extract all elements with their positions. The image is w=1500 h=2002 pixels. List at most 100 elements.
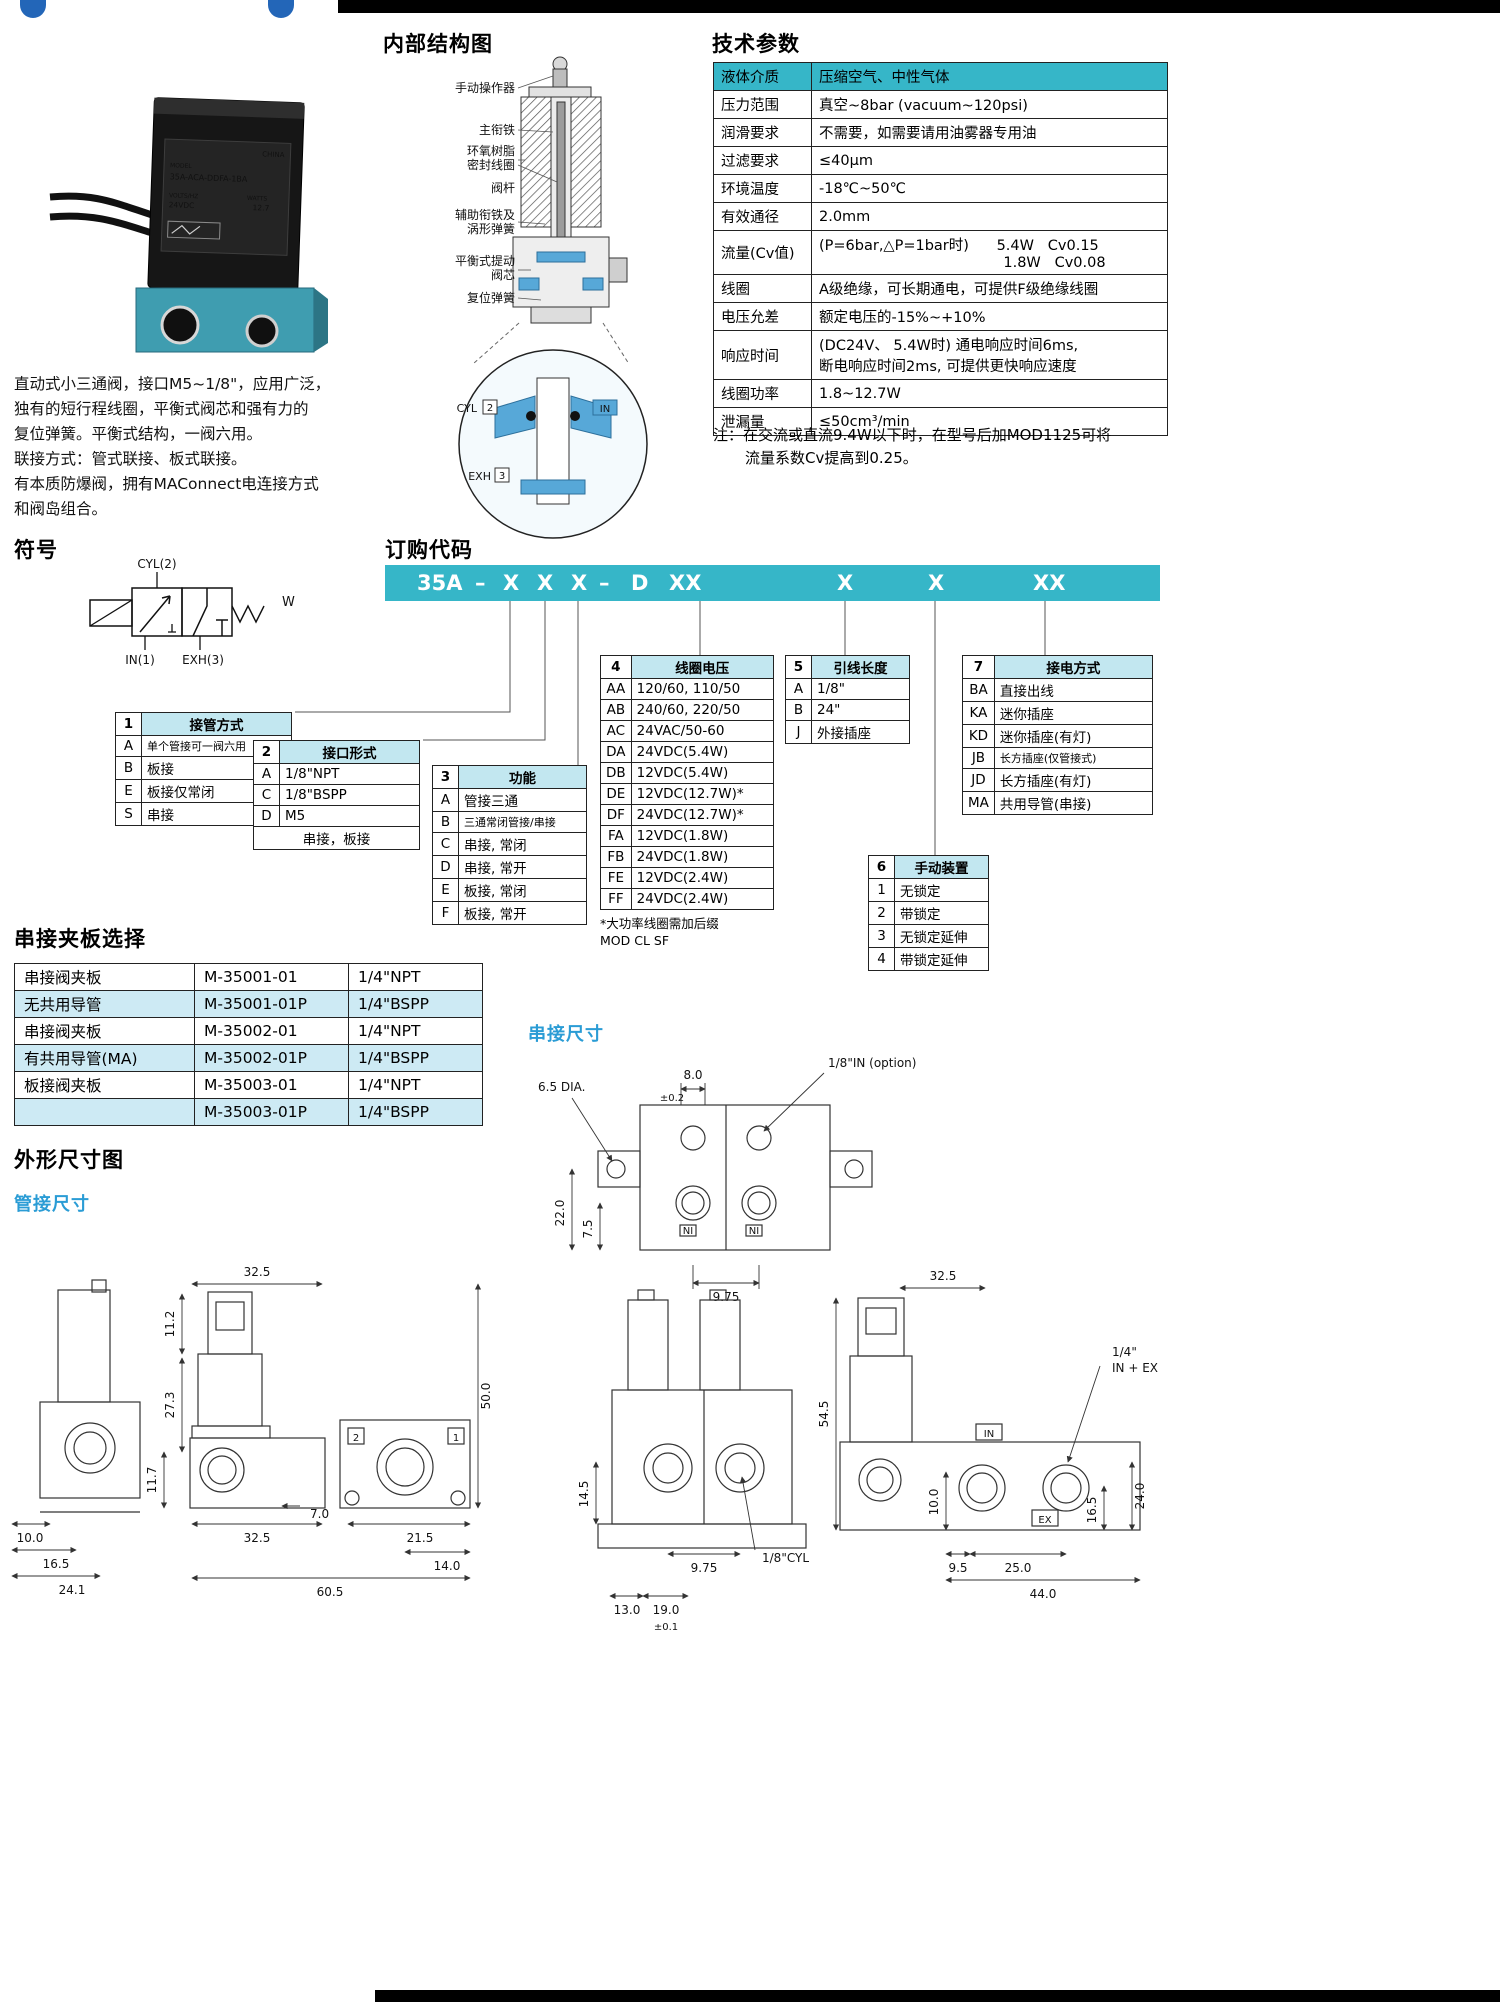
dim-label: 32.5 [930, 1269, 957, 1283]
plate-watts: 12.7 [252, 203, 269, 213]
tech-params-table: 液体介质压缩空气、中性气体压力范围真空~8bar (vacuum~120psi)… [713, 62, 1168, 436]
cable [49, 212, 154, 237]
table-cell: 24" [811, 699, 910, 721]
table-cell: DE [600, 783, 632, 805]
table-cell: MA [962, 791, 995, 815]
dim-label: 11.2 [163, 1311, 177, 1338]
section-title-ordering: 订购代码 [385, 538, 473, 562]
dim-label: 32.5 [244, 1531, 271, 1545]
table-cell: 迷你插座 [993, 701, 1153, 725]
table-cell: 24VDC(5.4W) [630, 741, 774, 763]
table-cell: J [785, 720, 812, 744]
plate-volts: 24VDC [169, 200, 195, 210]
table-cell: 1/8"NPT [279, 763, 420, 785]
table-cell: M-35001-01P [194, 990, 349, 1018]
table-cell: 24VDC(12.7W)* [630, 804, 774, 826]
table-cell: A [432, 788, 459, 812]
table-cell: M5 [279, 805, 420, 827]
table-cell: 环境温度 [713, 174, 812, 203]
table-num: 5 [785, 655, 812, 679]
table-cell: 管接三通 [458, 788, 587, 812]
table-cell: 12VDC(12.7W)* [630, 783, 774, 805]
table-cell: M-35001-01 [194, 963, 349, 991]
table-cell: 真空~8bar (vacuum~120psi) [811, 90, 1168, 119]
ordering-code-bar: 35A – X X X – D XX X X XX [385, 565, 1160, 601]
table-cell: 板接阀夹板 [14, 1071, 195, 1099]
symbol-in-label: IN(1) [125, 653, 155, 667]
manifold-outline [597, 1104, 873, 1251]
table-cell: 长方插座(有灯) [993, 768, 1153, 792]
table-title: 接管方式 [141, 712, 292, 736]
table-cell: AA [600, 678, 632, 700]
pipe-body-view: 2 1 50.0 21.5 14.0 [339, 1283, 493, 1573]
dim-label: 54.5 [817, 1401, 831, 1428]
code-segment: X [837, 571, 854, 595]
cable [49, 192, 154, 219]
table-cell: 液体介质 [713, 62, 812, 91]
table-row: 压力范围真空~8bar (vacuum~120psi) [713, 90, 1168, 119]
table-cell: FF [600, 888, 632, 910]
port-label-ex: EX [1038, 1515, 1051, 1526]
table-cell: 线圈 [713, 274, 812, 303]
spring-icon [231, 604, 265, 624]
table-cell: 过滤要求 [713, 146, 812, 175]
section-title-clamp: 串接夹板选择 [14, 927, 146, 951]
port-label: 1 [453, 1433, 459, 1444]
port-label-in: IN [600, 404, 610, 415]
subtitle-pipe-dim: 管接尺寸 [14, 1194, 90, 1215]
table-row: 过滤要求≤40μm [713, 146, 1168, 175]
table-cell: 润滑要求 [713, 118, 812, 147]
table-cell: 响应时间 [713, 330, 812, 380]
table-cell: BA [962, 678, 995, 702]
dim-label: 14.5 [577, 1481, 591, 1508]
dim-label: 13.0 [614, 1603, 641, 1617]
dim-label: 1/8"CYL [762, 1551, 809, 1565]
leader-lines [517, 75, 558, 301]
dim-label: 7.5 [581, 1219, 595, 1238]
pneumatic-symbol: CYL(2) W IN(1) EXH(3) [89, 557, 295, 667]
table-cell: S [115, 802, 142, 826]
port-label-exh: EXH [468, 470, 491, 483]
port-label-in: IN [984, 1429, 994, 1440]
structure-label: 平衡式提动 [455, 253, 515, 268]
table-cell: 带锁定 [894, 901, 989, 925]
pipe-front-view: 10.0 16.5 24.1 [11, 1279, 141, 1597]
serial-dimension-top-view: NI NI 8.0 ±0.2 6.5 DIA. 1/8"IN (option) … [538, 1056, 916, 1304]
table-num: 7 [962, 655, 995, 679]
table-cell: JD [962, 768, 995, 792]
table-cell: D [253, 805, 280, 827]
table-cell: 1/8" [811, 678, 910, 700]
ni-marker: NI [683, 1226, 693, 1237]
tech-note: 注：在交流或直流9.4W以下时，在型号后加MOD1125可将 流量系数Cv提高到… [713, 424, 1111, 470]
ni-marker: NI [749, 1226, 759, 1237]
serial-front-view: 14.5 9.75 1/8"CYL 13.0 19.0 ±0.1 [577, 1289, 809, 1633]
plate-model-label: MODEL [170, 162, 193, 170]
code-segment: X [928, 571, 945, 595]
table-cell: 电压允差 [713, 302, 812, 331]
section-title-outline: 外形尺寸图 [14, 1148, 124, 1172]
table-cell: 3 [868, 924, 895, 948]
dim-label: 25.0 [1005, 1561, 1032, 1575]
table-cell: 120/60, 110/50 [630, 678, 774, 700]
code-segment: D [631, 571, 649, 595]
plate-country: CHINA [262, 150, 285, 159]
dim-label: 27.3 [163, 1392, 177, 1419]
structure-label: 阀芯 [491, 268, 515, 282]
table-cell: 串接，板接 [253, 826, 420, 850]
